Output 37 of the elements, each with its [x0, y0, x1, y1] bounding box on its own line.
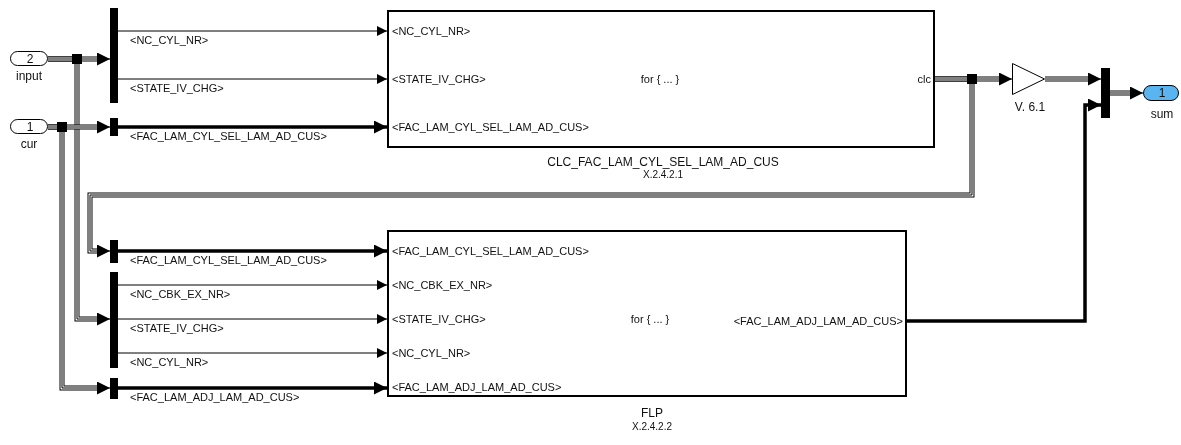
port-label: <FAC_LAM_CYL_SEL_LAM_AD_CUS>: [392, 120, 589, 134]
signal-label: <FAC_LAM_CYL_SEL_LAM_AD_CUS>: [129, 254, 328, 267]
bus-bar: [110, 378, 118, 399]
port-number: 1: [1158, 86, 1166, 100]
block-caption: cur: [20, 137, 38, 151]
port-number: 1: [26, 120, 34, 134]
signal-label: <FAC_LAM_CYL_SEL_LAM_AD_CUS>: [129, 130, 328, 143]
block-caption: input: [16, 69, 42, 83]
port-label: <FAC_LAM_ADJ_LAM_AD_CUS>: [392, 380, 562, 394]
signal-label: <STATE_IV_CHG>: [129, 322, 225, 335]
signal-label: <FAC_LAM_ADJ_LAM_AD_CUS>: [129, 391, 301, 404]
bus-bar: [110, 118, 118, 136]
block-name: FLP: [641, 406, 663, 420]
signal-label: <NC_CYL_NR>: [129, 356, 210, 369]
port-label: <FAC_LAM_ADJ_LAM_AD_CUS>: [733, 314, 903, 328]
port-label: <NC_CYL_NR>: [392, 346, 471, 360]
signal-label: <STATE_IV_CHG>: [129, 82, 225, 95]
block-id: X.2.4.2.1: [643, 168, 683, 181]
block-id: X.2.4.2.2: [632, 419, 672, 433]
port-label: clc: [917, 72, 931, 86]
block-caption: V. 6.1: [1014, 100, 1046, 114]
block-name: CLC_FAC_LAM_CYL_SEL_LAM_AD_CUS: [547, 155, 779, 169]
signal-label: <NC_CYL_NR>: [129, 34, 210, 47]
port-label: for { ... }: [640, 72, 680, 86]
port-label: <STATE_IV_CHG>: [392, 72, 486, 86]
block-caption: sum: [1150, 107, 1174, 121]
port-label: <STATE_IV_CHG>: [392, 312, 486, 326]
bus-bar: [110, 240, 118, 263]
bus-bar: [1101, 68, 1110, 118]
port-label: <FAC_LAM_CYL_SEL_LAM_AD_CUS>: [392, 244, 589, 258]
port-label: for { ... }: [630, 312, 670, 326]
port-label: <NC_CBK_EX_NR>: [392, 278, 493, 292]
signal-label: <NC_CBK_EX_NR>: [129, 288, 232, 301]
bus-bar: [110, 272, 118, 368]
port-label: <NC_CYL_NR>: [392, 24, 471, 38]
port-number: 2: [26, 52, 34, 66]
bus-bar: [110, 8, 118, 103]
